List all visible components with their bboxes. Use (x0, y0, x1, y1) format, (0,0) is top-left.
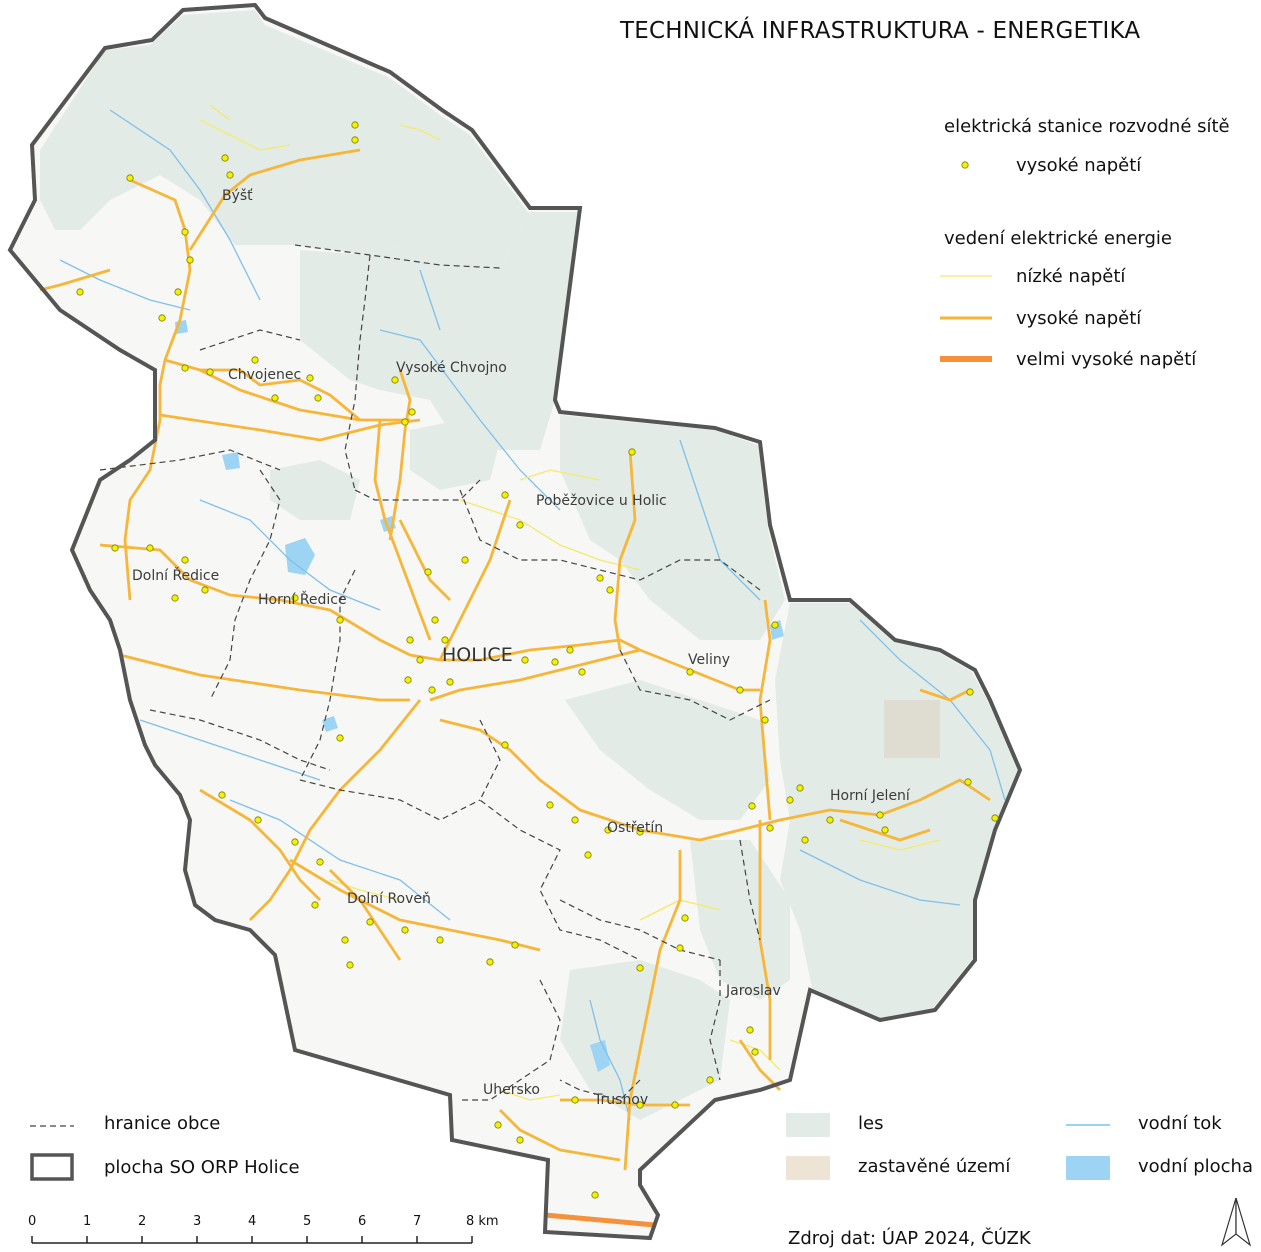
scale-tick-1: 1 (83, 1214, 92, 1229)
legend-lines-heading: vedení elektrické energie (944, 228, 1173, 249)
scale-tick-2: 2 (138, 1214, 147, 1229)
legend-low-voltage-symbol (940, 275, 992, 277)
low-voltage-lines (199, 104, 941, 1101)
legend-built-up: zastavěné území (858, 1156, 1011, 1177)
legend-high-voltage: vysoké napětí (1016, 308, 1142, 329)
legend-very-high-voltage: velmi vysoké napětí (1016, 349, 1197, 370)
legend-orp-area: plocha SO ORP Holice (104, 1157, 300, 1178)
label-uhersko: Uhersko (483, 1082, 540, 1098)
legend-stations-heading: elektrická stanice rozvodné sítě (944, 116, 1230, 137)
legend-border-symbol (30, 1125, 74, 1127)
scale-tick-7: 7 (413, 1214, 422, 1229)
label-chvojenec: Chvojenec (228, 367, 301, 383)
legend-low-voltage: nízké napětí (1016, 266, 1126, 287)
scale-tick-6: 6 (358, 1214, 367, 1229)
legend-built-up-symbol (786, 1156, 830, 1180)
label-jaroslav: Jaroslav (725, 983, 781, 999)
scale-tick-5: 5 (303, 1214, 312, 1229)
high-voltage-lines (39, 148, 991, 1171)
scale-tick-3: 3 (193, 1214, 202, 1229)
legend-forest-symbol (786, 1113, 830, 1137)
orp-boundary (7, 2, 1023, 1241)
very-high-voltage-line (544, 1212, 656, 1228)
label-trusnov: Trusnov (593, 1092, 648, 1108)
legend-water-area-symbol (1066, 1156, 1110, 1180)
legend-orp-symbol (30, 1153, 74, 1181)
legend-very-high-voltage-symbol (940, 356, 992, 362)
scale-bar (31, 1236, 473, 1244)
label-veliny: Veliny (688, 652, 730, 668)
label-vysoke-chvojno: Vysoké Chvojno (396, 360, 507, 376)
legend-station-hv: vysoké napětí (1016, 155, 1142, 176)
label-holice: HOLICE (442, 644, 513, 666)
north-arrow-icon (1220, 1197, 1252, 1247)
substation-points (76, 121, 999, 1199)
forest-areas (40, 10, 1018, 1120)
legend-station-symbol (961, 161, 969, 169)
scale-tick-8: 8 km (466, 1214, 499, 1229)
municipality-borders (99, 244, 771, 1101)
label-horni-jeleni: Horní Jelení (830, 788, 911, 804)
legend-water-area: vodní plocha (1138, 1156, 1253, 1177)
legend-forest: les (858, 1113, 884, 1134)
legend-high-voltage-symbol (940, 316, 992, 320)
label-horni-redice: Horní Ředice (258, 591, 347, 608)
label-ostretin: Ostřetín (607, 820, 663, 836)
scale-tick-4: 4 (248, 1214, 257, 1229)
built-up-patch (884, 700, 940, 758)
data-source: Zdroj dat: ÚAP 2024, ČÚZK (788, 1228, 1031, 1249)
legend-municipality-border: hranice obce (104, 1113, 221, 1134)
scale-tick-0: 0 (28, 1214, 37, 1229)
label-pobezovice: Poběžovice u Holic (536, 493, 667, 509)
label-dolni-roven: Dolní Roveň (347, 891, 431, 907)
label-dolni-redice: Dolní Ředice (132, 567, 219, 584)
map-title: TECHNICKÁ INFRASTRUKTURA - ENERGETIKA (620, 18, 1141, 44)
label-byst: Býšť (222, 188, 253, 204)
legend-watercourse: vodní tok (1138, 1113, 1222, 1134)
legend-watercourse-symbol (1066, 1124, 1110, 1126)
